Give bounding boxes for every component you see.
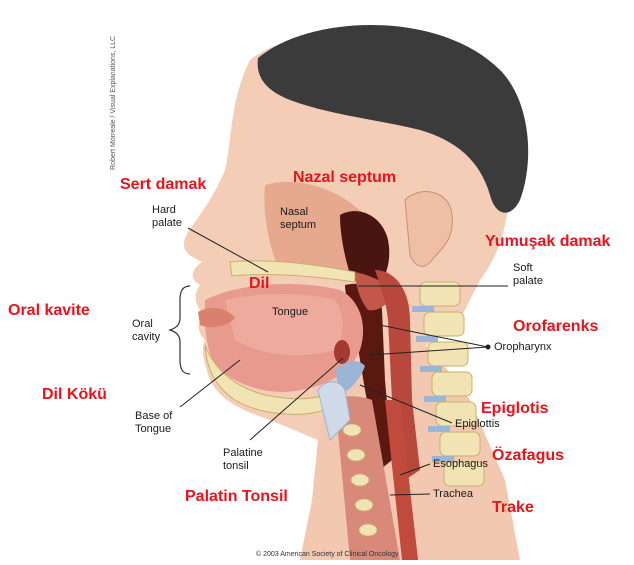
tr-label-dil-koku: Dil Kökü — [42, 386, 107, 404]
label-base-of-tongue: Base of Tongue — [135, 410, 172, 436]
label-nasal-septum: Nasal septum — [280, 206, 316, 232]
illustrator-credit: Robert Morreale / Visual Explanations, L… — [110, 36, 117, 170]
label-soft-palate: Soft palate — [513, 262, 543, 288]
label-trachea: Trachea — [433, 488, 473, 501]
tr-label-oral-kavite: Oral kavite — [8, 302, 90, 320]
tr-label-nazal-septum: Nazal septum — [293, 169, 396, 187]
tr-label-trake: Trake — [492, 499, 534, 517]
tr-label-palatin-tonsil: Palatin Tonsil — [185, 488, 288, 506]
tr-label-dil: Dil — [249, 275, 269, 293]
label-oropharynx: Oropharynx — [494, 341, 551, 354]
label-esophagus: Esophagus — [433, 458, 488, 471]
label-palatine-tonsil: Palatine tonsil — [223, 447, 263, 473]
label-dots — [486, 345, 491, 350]
tr-label-yumusak-damak: Yumuşak damak — [485, 233, 610, 251]
label-epiglottis: Epiglottis — [455, 418, 500, 431]
tr-label-sert-damak: Sert damak — [120, 176, 206, 194]
tr-label-orofarenks: Orofarenks — [513, 318, 598, 336]
label-oral-cavity: Oral cavity — [132, 318, 160, 344]
palatine-tonsil-shape — [334, 340, 350, 364]
tr-label-ozafagus: Özafagus — [492, 447, 564, 465]
label-tongue: Tongue — [272, 306, 308, 319]
label-hard-palate: Hard palate — [152, 204, 182, 230]
copyright-notice: © 2003 American Society of Clinical Onco… — [256, 551, 399, 558]
oral-cavity-bracket — [170, 286, 190, 374]
tr-label-epiglotis: Epiglotis — [481, 400, 549, 418]
